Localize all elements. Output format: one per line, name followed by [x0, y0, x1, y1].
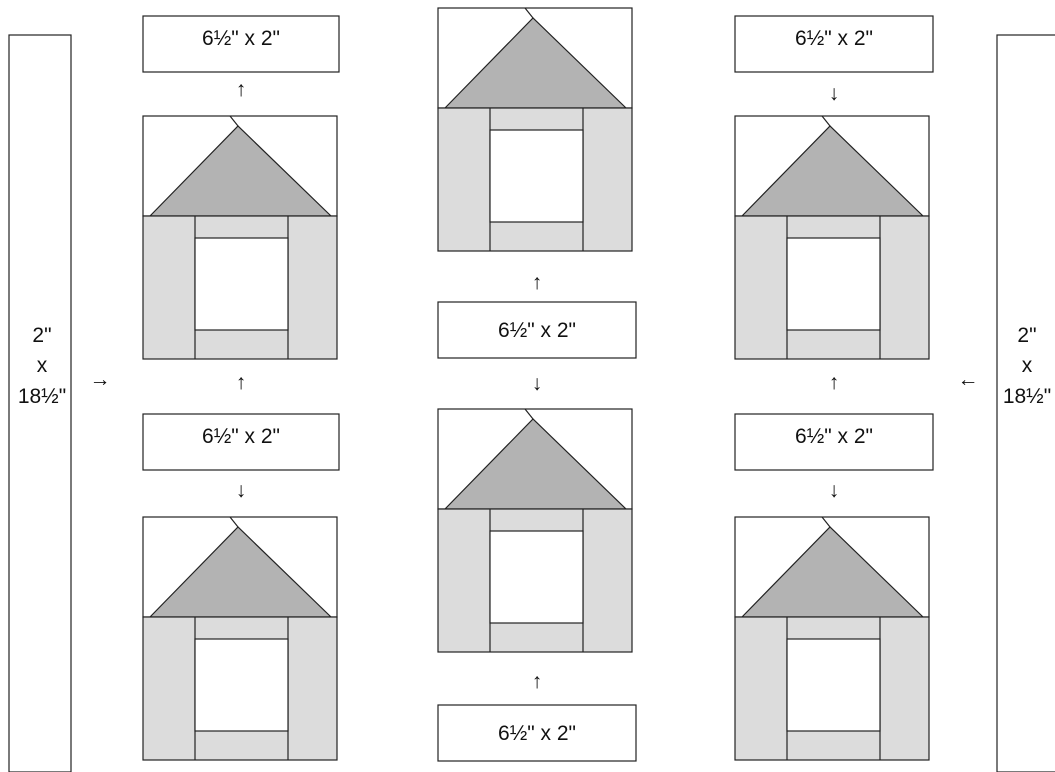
- sashing-label-right-top: 6½" x 2": [795, 27, 873, 50]
- house-window: [194, 638, 289, 732]
- sashing-label-left-top: 6½" x 2": [202, 27, 280, 50]
- left-sashing-label-line-1: 2": [32, 324, 51, 347]
- house-window: [489, 129, 584, 223]
- arrow-left-icon: ←: [958, 368, 979, 391]
- sashing-left-top: [142, 15, 340, 73]
- sashing-center-bottom: [437, 704, 637, 762]
- right-long-sashing: [996, 34, 1055, 772]
- house-block: [437, 408, 633, 653]
- house-window: [194, 237, 289, 331]
- diagram-labels: 2" x 18½" 2" x 18½" 6½" x 2" 6½" x 2" 6½…: [18, 27, 1051, 745]
- house-window: [786, 638, 881, 732]
- arrow-up-icon: ↑: [236, 78, 247, 101]
- left-sashing-label-line-3: 18½": [18, 385, 66, 408]
- roof-apex-line: [524, 408, 534, 420]
- sashing-label-right-middle: 6½" x 2": [795, 425, 873, 448]
- arrow-up-icon: ↑: [532, 670, 543, 693]
- sashing-label-left-middle: 6½" x 2": [202, 425, 280, 448]
- right-sashing-label-line-2: x: [1022, 354, 1033, 377]
- sashing-label-center-bottom: 6½" x 2": [498, 722, 576, 745]
- sashing-right-top: [734, 15, 934, 73]
- roof-apex-line: [821, 115, 831, 127]
- right-sashing-label-line-1: 2": [1017, 324, 1036, 347]
- right-sashing-label-line-3: 18½": [1003, 385, 1051, 408]
- arrow-up-icon: ↑: [829, 371, 840, 394]
- arrow-down-icon: ↓: [236, 479, 247, 502]
- house-block: [734, 516, 930, 761]
- arrow-down-icon: ↓: [829, 82, 840, 105]
- house-block: [142, 115, 338, 360]
- arrow-up-icon: ↑: [236, 371, 247, 394]
- house-window: [489, 530, 584, 624]
- roof-apex-line: [524, 7, 534, 19]
- diagram-shapes: [8, 7, 1055, 772]
- sashing-center-middle: [437, 301, 637, 359]
- roof-apex-line: [229, 516, 239, 528]
- house-block: [734, 115, 930, 360]
- house-block: [437, 7, 633, 252]
- left-sashing-label-line-2: x: [37, 354, 48, 377]
- arrow-down-icon: ↓: [829, 479, 840, 502]
- roof-apex-line: [821, 516, 831, 528]
- arrow-right-icon: →: [90, 368, 111, 391]
- sashing-right-middle: [734, 413, 934, 471]
- arrow-down-icon: ↓: [532, 372, 543, 395]
- arrow-up-icon: ↑: [532, 271, 543, 294]
- sashing-left-middle: [142, 413, 340, 471]
- sashing-label-center-middle: 6½" x 2": [498, 319, 576, 342]
- house-window: [786, 237, 881, 331]
- house-block: [142, 516, 338, 761]
- left-long-sashing: [8, 34, 72, 772]
- roof-apex-line: [229, 115, 239, 127]
